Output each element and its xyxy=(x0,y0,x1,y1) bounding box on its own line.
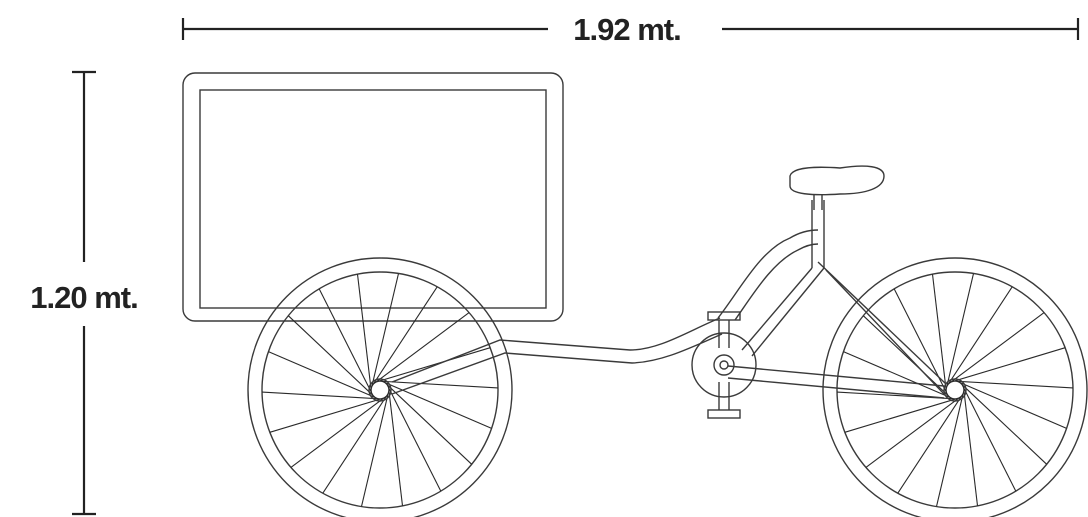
front-wheel-spoke xyxy=(290,395,388,468)
rear-wheel-spoke xyxy=(946,286,1013,388)
front-wheel-spoke xyxy=(318,288,374,397)
rear-wheel-tire-inner xyxy=(836,271,1074,509)
front-wheel-spoke xyxy=(372,312,470,385)
pedal-top xyxy=(707,311,741,321)
front-wheel-spoke xyxy=(322,392,389,494)
frame-chain-stay-a xyxy=(727,365,945,387)
front-wheel-tire-inner xyxy=(261,271,499,509)
frame-seat-stay-a xyxy=(817,261,947,385)
rear-wheel-spoke xyxy=(935,389,965,507)
front-wheel-spoke xyxy=(261,391,382,400)
frame-curved-tube xyxy=(717,229,819,319)
rear-wheel-spoke xyxy=(945,273,975,391)
front-wheel-spoke xyxy=(386,383,442,492)
rear-wheel-spoke xyxy=(865,395,963,468)
frame-down-tube-a xyxy=(741,267,813,351)
front-wheel-spoke xyxy=(356,274,373,394)
chainring-inner xyxy=(713,354,735,376)
front-wheel-spoke xyxy=(378,380,499,389)
front-wheel-spoke xyxy=(287,315,376,399)
frame-down-tube-b xyxy=(751,267,825,357)
bike-frame xyxy=(391,200,947,399)
seat-shape xyxy=(789,165,885,196)
frame-seat-stay-b xyxy=(825,269,945,395)
bike-seat xyxy=(789,165,885,210)
front-wheel-spoke xyxy=(387,386,404,506)
front-wheel-spoke xyxy=(360,389,390,507)
front-wheel-spoke xyxy=(269,397,385,433)
cargo-box-inner xyxy=(199,89,547,309)
front-wheel-spoke xyxy=(370,273,400,391)
pedal-bottom xyxy=(707,409,741,419)
rear-wheel-spoke xyxy=(843,351,954,400)
front-wheel-spoke xyxy=(384,381,473,465)
frame-chain-stay-b xyxy=(727,377,945,399)
length-dimension: 1.92 mt. xyxy=(181,12,1080,47)
rear-wheel-spoke xyxy=(931,274,948,394)
front-wheel-spokes xyxy=(261,273,499,507)
rear-wheel-spoke xyxy=(961,383,1017,492)
front-wheel-spoke xyxy=(381,380,492,429)
height-label: 1.20 mt. xyxy=(30,280,137,315)
front-wheel-tire-outer xyxy=(247,257,513,517)
rear-wheel-hub xyxy=(943,378,967,402)
rear-wheel-spokes xyxy=(836,273,1074,507)
length-label: 1.92 mt. xyxy=(573,12,680,47)
rear-wheel-spoke xyxy=(947,312,1045,385)
rear-wheel-spoke xyxy=(862,315,951,399)
rear-wheel-spoke xyxy=(897,392,964,494)
chainring-center xyxy=(719,360,729,370)
rear-wheel-spoke xyxy=(953,380,1074,389)
rear-wheel-spoke xyxy=(956,380,1067,429)
cargo-box-outer xyxy=(182,72,564,322)
front-wheel xyxy=(247,257,513,517)
cargo-box xyxy=(182,72,564,322)
rear-wheel-tire-outer xyxy=(822,257,1088,517)
rear-wheel xyxy=(822,257,1088,517)
frame-long-tube-top xyxy=(391,317,721,383)
rear-wheel-spoke xyxy=(962,386,979,506)
rear-wheel-spoke xyxy=(844,397,960,433)
rear-wheel-spoke xyxy=(959,381,1048,465)
frame-long-tube-bottom xyxy=(391,333,723,395)
height-dimension: 1.20 mt. xyxy=(30,70,139,516)
crank-set xyxy=(691,311,757,419)
rear-wheel-spoke xyxy=(950,347,1066,383)
front-wheel-hub xyxy=(368,378,392,402)
front-wheel-spoke xyxy=(371,286,438,388)
front-wheel-spoke xyxy=(375,347,491,383)
front-wheel-spoke xyxy=(268,351,379,400)
chainring-outer xyxy=(691,332,757,398)
